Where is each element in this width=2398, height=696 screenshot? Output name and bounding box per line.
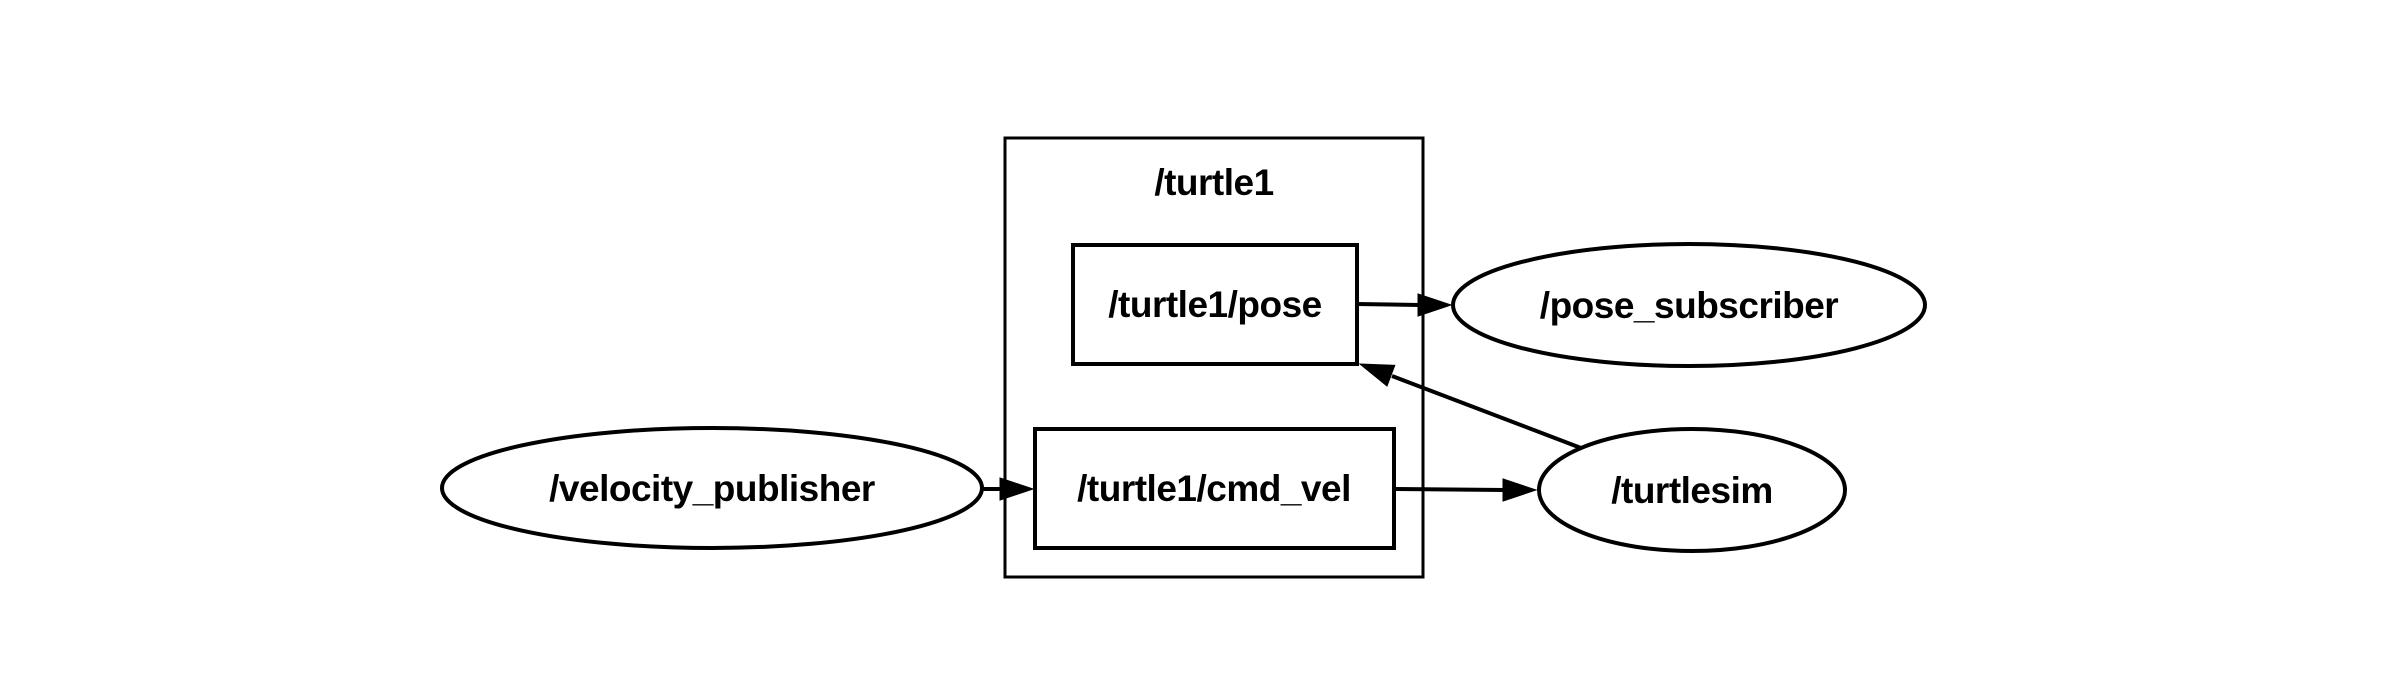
node-pose-subscriber: /pose_subscriber xyxy=(1451,242,1927,368)
node-velocity-publisher: /velocity_publisher xyxy=(440,426,984,550)
edge-pose-to-pose-subscriber xyxy=(1356,293,1453,317)
topic-turtle1-pose: /turtle1/pose xyxy=(1071,243,1359,366)
arrowhead-icon xyxy=(1358,363,1396,387)
node-turtlesim-label: /turtlesim xyxy=(1611,470,1773,511)
node-velocity-publisher-label: /velocity_publisher xyxy=(549,468,875,509)
edge-turtlesim-to-pose xyxy=(1358,363,1582,450)
node-turtlesim: /turtlesim xyxy=(1537,427,1847,553)
cluster-turtle1: /turtle1 xyxy=(1003,136,1425,579)
topic-turtle1-pose-shape xyxy=(1071,243,1359,366)
topic-turtle1-cmd-vel-shape xyxy=(1033,427,1396,550)
topic-turtle1-pose-label: /turtle1/pose xyxy=(1108,284,1322,325)
cluster-turtle1-label: /turtle1 xyxy=(1154,162,1273,203)
arrowhead-icon xyxy=(1417,293,1453,317)
topic-turtle1-cmd-vel-label: /turtle1/cmd_vel xyxy=(1077,468,1351,509)
cluster-turtle1-border xyxy=(1003,136,1425,579)
node-pose-subscriber-shape xyxy=(1451,242,1927,368)
edge-line xyxy=(1391,374,1582,450)
arrowhead-icon xyxy=(999,477,1035,501)
edge-cmd-vel-to-turtlesim xyxy=(1393,478,1538,502)
node-pose-subscriber-label: /pose_subscriber xyxy=(1540,285,1839,326)
topic-turtle1-cmd-vel: /turtle1/cmd_vel xyxy=(1033,427,1396,550)
node-turtlesim-shape xyxy=(1537,427,1847,553)
edge-line xyxy=(1393,487,1506,492)
edge-line xyxy=(1356,302,1421,307)
node-velocity-publisher-shape xyxy=(440,426,984,550)
edge-velocity-publisher-to-cmd-vel xyxy=(982,477,1035,501)
arrowhead-icon xyxy=(1502,478,1538,502)
